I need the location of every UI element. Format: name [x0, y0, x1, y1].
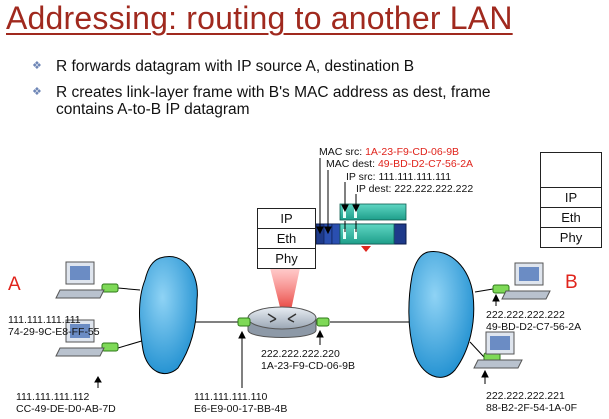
mac-src-value: 1A-23-F9-CD-06-9B — [365, 146, 460, 158]
router-left-if-ip: 111.111.111.110 — [194, 391, 268, 403]
host-B-mac: 49-BD-D2-C7-56-2A — [486, 321, 582, 333]
stack-layer-eth: Eth — [541, 207, 601, 227]
host-A-ip: 111.111.111.111 — [8, 314, 81, 326]
computer-icon-right2 — [473, 331, 523, 369]
host-right2-ip: 222.222.222.221 — [486, 390, 565, 402]
router-highlight-cone — [270, 268, 300, 315]
mac-src-label: MAC src: 1A-23-F9-CD-06-9B — [319, 146, 460, 158]
destination-protocol-stack: IP Eth Phy — [540, 152, 602, 248]
computer-icon-left2 — [55, 319, 105, 357]
bullet-icon: ❖ — [32, 60, 42, 72]
subnet-cloud-left — [139, 256, 198, 374]
host-label-B: B — [565, 272, 578, 293]
ip-src-label: IP src: 111.111.111.111 — [346, 171, 452, 183]
stack-layer-ip: IP — [280, 211, 293, 226]
label-pointers — [94, 293, 500, 388]
stack-layer-eth: Eth — [258, 228, 315, 248]
network-links — [117, 287, 494, 358]
stack-layer-ip: IP — [541, 187, 601, 207]
frame-pointer-arrow — [361, 246, 371, 252]
router-left-if-mac: E6-E9-00-17-BB-4B — [194, 403, 288, 415]
computer-icon-B — [501, 262, 551, 300]
host-left2-mac: CC-49-DE-D0-AB-7D — [16, 403, 116, 415]
interface-connectors — [101, 283, 510, 362]
field-pointers — [316, 158, 360, 235]
ip-dest-label: IP dest: 222.222.222.222 — [356, 183, 474, 195]
router-right-if-mac: 1A-23-F9-CD-06-9B — [261, 360, 355, 372]
host-A-mac: 74-29-9C-E8-FF-55 — [8, 326, 100, 338]
mac-dest-value: 49-BD-D2-C7-56-2A — [377, 158, 474, 170]
router-right-if-ip: 222.222.222.220 — [261, 348, 340, 360]
host-B-ip: 222.222.222.222 — [486, 309, 565, 321]
mac-dest-label: MAC dest: 49-BD-D2-C7-56-2A — [326, 158, 474, 170]
ip-datagram — [339, 203, 407, 221]
page-title: Addressing: routing to another LAN — [6, 0, 513, 36]
host-label-A: A — [8, 274, 21, 295]
stack-layer-phy: Phy — [258, 248, 315, 268]
host-right2-mac: 88-B2-2F-54-1A-0F — [486, 402, 578, 414]
stack-layer-app — [541, 153, 601, 187]
bullet-icon: ❖ — [32, 86, 42, 98]
subnet-cloud-right — [408, 251, 475, 378]
router-icon — [247, 306, 317, 338]
link-layer-frame — [315, 223, 407, 245]
computer-icon-A — [55, 261, 105, 299]
host-left2-ip: 111.111.111.112 — [16, 391, 90, 403]
stack-layer-phy: Phy — [541, 227, 601, 247]
router-protocol-stack: IP Eth Phy — [257, 208, 316, 269]
